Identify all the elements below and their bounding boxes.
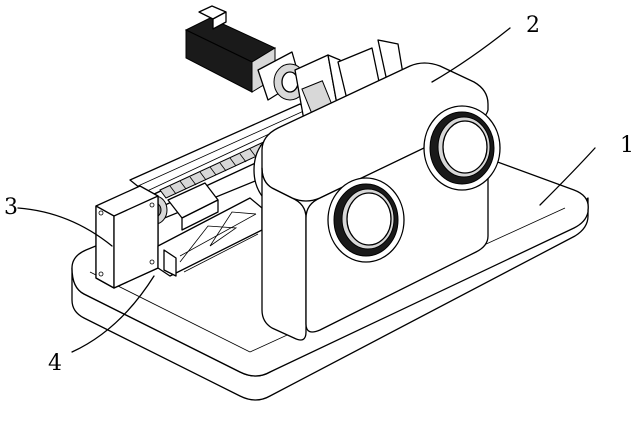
part-label-1: 1 (620, 133, 634, 158)
end-plate (95, 185, 159, 289)
right-viewport (423, 105, 501, 191)
leader-2 (431, 27, 511, 83)
part-label-3: 3 (4, 195, 18, 220)
leader-3 (17, 207, 113, 247)
part-label-2: 2 (526, 13, 540, 38)
leader-lines (17, 27, 596, 353)
leader-4 (71, 275, 155, 353)
left-viewport (327, 177, 405, 263)
leader-1 (539, 147, 596, 206)
part-label-4: 4 (48, 351, 62, 376)
servo-motor (184, 5, 307, 101)
main-housing (253, 62, 501, 341)
